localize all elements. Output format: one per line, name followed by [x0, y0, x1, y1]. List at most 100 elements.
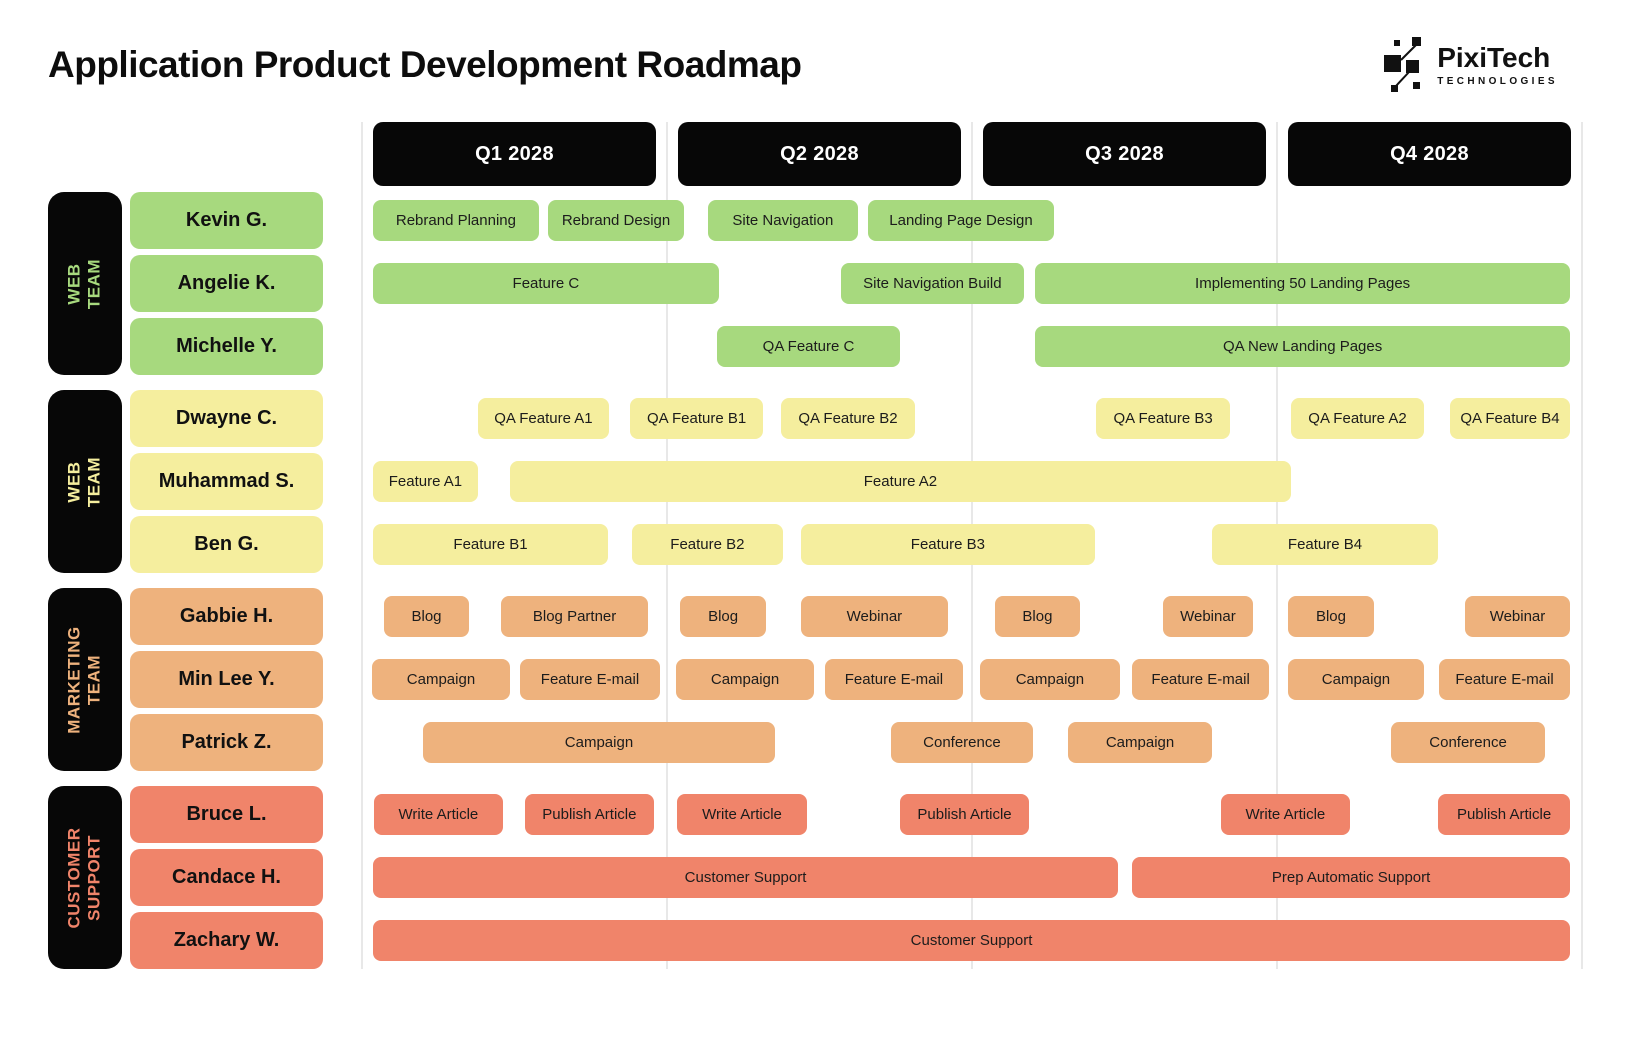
task-bar: Webinar	[800, 596, 948, 637]
task-bar: Campaign	[372, 659, 510, 700]
task-bar: QA Feature B1	[630, 398, 764, 439]
team-label-box: MARKETING TEAM	[48, 588, 122, 771]
task-bar: Customer Support	[372, 857, 1119, 898]
task-bar: Feature E-mail	[1132, 659, 1270, 700]
task-bar: Blog	[383, 596, 470, 637]
team-label-box: WEB TEAM	[48, 192, 122, 375]
task-bar: Prep Automatic Support	[1132, 857, 1571, 898]
member-timeline: QA Feature C QA New Landing Pages	[362, 318, 1582, 375]
task-bar: Site Navigation	[707, 200, 858, 241]
task-bar: Blog	[680, 596, 767, 637]
member-name: Ben G.	[130, 516, 323, 573]
member-name: Kevin G.	[130, 192, 323, 249]
task-bar: Campaign	[1287, 659, 1424, 700]
task-bar: Campaign	[423, 722, 775, 763]
task-bar: Campaign	[979, 659, 1120, 700]
task-bar: Publish Article	[1438, 794, 1571, 835]
task-bar: Rebrand Planning	[372, 200, 539, 241]
member-row: Zachary W. Customer Support	[130, 912, 1584, 969]
task-bar: Campaign	[676, 659, 814, 700]
task-bar: Site Navigation Build	[840, 263, 1024, 304]
task-bar: Conference	[1391, 722, 1546, 763]
task-bar: Write Article	[677, 794, 807, 835]
task-bar: Publish Article	[524, 794, 654, 835]
task-bar: QA Feature A1	[477, 398, 610, 439]
task-bar: Rebrand Design	[548, 200, 685, 241]
quarter-header: Q1 2028	[373, 122, 656, 186]
pixitech-logo-text: PixiTech TECHNOLOGIES	[1437, 41, 1558, 87]
member-row: Patrick Z. Campaign Conference Campaign Conf…	[130, 714, 1584, 771]
task-bar: Blog Partner	[501, 596, 649, 637]
task-bar: QA New Landing Pages	[1035, 326, 1571, 367]
member-timeline: Campaign Conference Campaign Conference	[362, 714, 1582, 771]
task-bar: Webinar	[1162, 596, 1253, 637]
task-bar: QA Feature C	[717, 326, 901, 367]
task-bar: Feature B1	[372, 524, 609, 565]
task-bar: Feature A2	[509, 461, 1292, 502]
member-row: Angelie K. Feature C Site Navigation Build…	[130, 255, 1584, 312]
task-bar: Feature B2	[631, 524, 783, 565]
task-bar: Feature A1	[372, 461, 478, 502]
task-bar: Blog	[1287, 596, 1374, 637]
quarter-header: Q3 2028	[983, 122, 1266, 186]
member-timeline: Write Article Publish Article Write Articl…	[362, 786, 1582, 843]
quarter-cell: Q1 2028	[362, 122, 667, 186]
member-name: Candace H.	[130, 849, 323, 906]
member-name: Patrick Z.	[130, 714, 323, 771]
team-section-customer-support: CUSTOMER SUPPORT Bruce L. Write Article Pub…	[48, 786, 1584, 969]
team-label: CUSTOMER SUPPORT	[64, 827, 104, 928]
logo-name: PixiTech	[1437, 41, 1551, 73]
task-bar: Feature E-mail	[519, 659, 660, 700]
quarter-cell: Q2 2028	[667, 122, 972, 186]
quarter-cell: Q4 2028	[1277, 122, 1582, 186]
task-bar: Landing Page Design	[867, 200, 1055, 241]
page-title: Application Product Development Roadmap	[48, 44, 802, 85]
member-timeline: QA Feature A1 QA Feature B1 QA Feature B2 Q…	[362, 390, 1582, 447]
team-label: WEB TEAM	[64, 258, 104, 309]
team-label-box: CUSTOMER SUPPORT	[48, 786, 122, 969]
task-bar: Customer Support	[372, 920, 1571, 961]
member-row: Candace H. Customer Support Prep Automatic…	[130, 849, 1584, 906]
task-bar: Feature C	[372, 263, 719, 304]
member-name: Zachary W.	[130, 912, 323, 969]
quarter-header: Q2 2028	[678, 122, 961, 186]
member-timeline: Customer Support Prep Automatic Support	[362, 849, 1582, 906]
task-bar: Feature E-mail	[1438, 659, 1571, 700]
member-timeline: Customer Support	[362, 912, 1582, 969]
task-bar: Campaign	[1068, 722, 1213, 763]
task-bar: Publish Article	[900, 794, 1030, 835]
task-bar: QA Feature B2	[781, 398, 915, 439]
task-bar: Webinar	[1464, 596, 1571, 637]
task-bar: Blog	[994, 596, 1080, 637]
task-bar: QA Feature A2	[1291, 398, 1424, 439]
member-timeline: Feature A1 Feature A2	[362, 453, 1582, 510]
page-header: Application Product Development Roadmap …	[48, 30, 1558, 100]
member-timeline: Blog Blog Partner Blog Webinar Blog Webinar Bl…	[362, 588, 1582, 645]
task-bar: Write Article	[373, 794, 503, 835]
team-label-box: WEB TEAM	[48, 390, 122, 573]
pixitech-logo: PixiTech TECHNOLOGIES	[1384, 36, 1558, 94]
member-name: Min Lee Y.	[130, 651, 323, 708]
task-bar: Conference	[890, 722, 1033, 763]
quarter-cell: Q3 2028	[972, 122, 1277, 186]
member-name: Angelie K.	[130, 255, 323, 312]
member-name: Bruce L.	[130, 786, 323, 843]
task-bar: QA Feature B3	[1096, 398, 1231, 439]
